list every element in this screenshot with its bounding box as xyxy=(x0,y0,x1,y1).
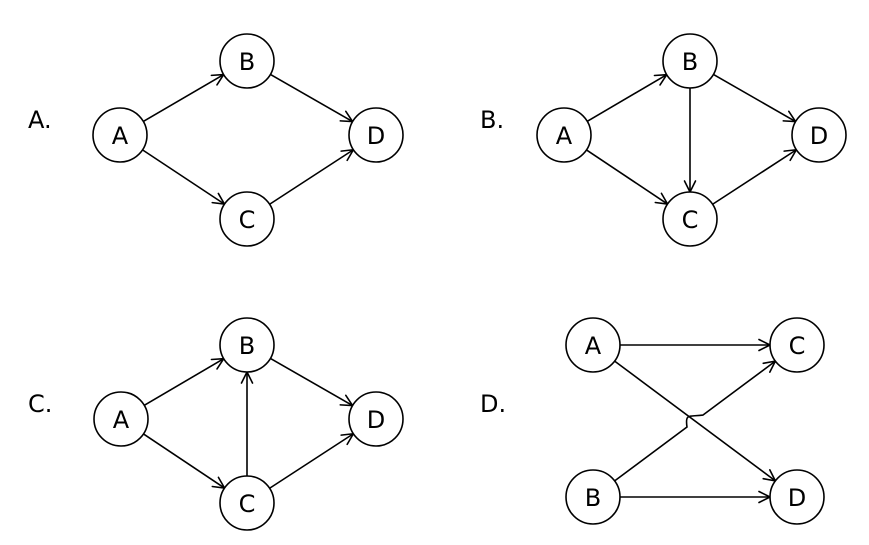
node-c: C xyxy=(662,191,718,247)
node-d: D xyxy=(769,469,825,525)
arrowhead-icon xyxy=(340,432,355,446)
node-circle xyxy=(219,475,275,531)
node-circle xyxy=(565,469,621,525)
graph-option-a[interactable]: A. A B C D xyxy=(28,33,404,247)
edge-a-to-b xyxy=(143,357,225,407)
node-label: C xyxy=(239,206,256,234)
node-circle xyxy=(219,317,275,373)
node-label: D xyxy=(367,122,385,150)
node-label: D xyxy=(788,484,806,512)
arrowhead-icon xyxy=(783,148,798,162)
node-label: B xyxy=(585,484,601,512)
edge-line xyxy=(142,149,225,205)
edge-a-to-c xyxy=(620,338,771,352)
node-b: B xyxy=(219,33,275,89)
edge-line xyxy=(269,149,354,205)
edge-line xyxy=(269,433,354,489)
node-label: C xyxy=(789,332,806,360)
node-c: C xyxy=(219,475,275,531)
edge-line xyxy=(712,149,797,205)
node-a: A xyxy=(93,391,149,447)
node-label: B xyxy=(239,332,255,360)
edge-line xyxy=(713,73,796,123)
graph-option-d[interactable]: D. A B C D xyxy=(480,317,825,525)
node-circle xyxy=(662,191,718,247)
edge-c-to-d xyxy=(712,148,798,205)
node-label: D xyxy=(367,406,385,434)
edge-a-to-b xyxy=(142,73,225,123)
node-circle xyxy=(769,317,825,373)
edge-c-to-b xyxy=(240,371,254,476)
edge-line xyxy=(270,357,353,407)
node-a: A xyxy=(565,317,621,373)
arrowhead-icon xyxy=(340,148,355,162)
node-c: C xyxy=(219,191,275,247)
edge-a-to-c xyxy=(586,149,669,205)
graph-option-b[interactable]: B. A B C D xyxy=(480,33,847,247)
edge-b-to-d xyxy=(620,490,771,504)
node-b: B xyxy=(565,469,621,525)
node-circle xyxy=(662,33,718,89)
node-circle xyxy=(348,391,404,447)
node-label: A xyxy=(556,122,573,150)
edge-a-to-b xyxy=(586,73,668,123)
node-label: B xyxy=(682,48,698,76)
node-circle xyxy=(565,317,621,373)
node-circle xyxy=(93,391,149,447)
arrowhead-icon xyxy=(211,192,226,205)
edge-a-to-c xyxy=(142,149,226,205)
edge-line xyxy=(586,73,668,123)
node-b: B xyxy=(662,33,718,89)
node-label: C xyxy=(239,490,256,518)
node-b: B xyxy=(219,317,275,373)
node-label: D xyxy=(810,122,828,150)
edge-c-to-d xyxy=(269,148,355,205)
node-label: A xyxy=(112,122,129,150)
node-d: D xyxy=(791,107,847,163)
edge-line xyxy=(270,73,353,123)
node-label: A xyxy=(585,332,602,360)
node-circle xyxy=(219,33,275,89)
node-circle xyxy=(769,469,825,525)
node-circle xyxy=(536,107,592,163)
arrowhead-icon xyxy=(211,476,226,489)
node-label: A xyxy=(113,406,130,434)
node-label: C xyxy=(682,206,699,234)
node-label: B xyxy=(239,48,255,76)
edge-b-to-c xyxy=(683,88,697,193)
option-label: C. xyxy=(28,390,52,418)
edge-line xyxy=(586,149,668,205)
node-circle xyxy=(92,107,148,163)
node-a: A xyxy=(92,107,148,163)
graph-option-c[interactable]: C. A B C D xyxy=(28,317,404,531)
node-a: A xyxy=(536,107,592,163)
node-c: C xyxy=(769,317,825,373)
option-label: D. xyxy=(480,390,506,418)
edge-line xyxy=(614,360,776,482)
edge-line xyxy=(614,360,776,482)
edge-line xyxy=(142,73,225,123)
option-label: B. xyxy=(480,106,504,134)
arrowhead-icon xyxy=(210,357,225,370)
edge-b-to-d xyxy=(270,357,354,407)
edge-b-to-d xyxy=(713,73,797,123)
node-circle xyxy=(791,107,847,163)
edge-a-to-c xyxy=(143,433,226,489)
arrowhead-icon xyxy=(654,192,669,205)
node-d: D xyxy=(348,107,404,163)
node-circle xyxy=(348,107,404,163)
arrowhead-icon xyxy=(210,73,225,86)
edge-line xyxy=(143,357,225,407)
node-circle xyxy=(219,191,275,247)
option-label: A. xyxy=(28,106,52,134)
edge-c-to-d xyxy=(269,432,355,489)
arrowhead-icon xyxy=(653,73,668,86)
edge-b-to-d xyxy=(270,73,354,123)
edge-line xyxy=(143,433,225,489)
node-d: D xyxy=(348,391,404,447)
